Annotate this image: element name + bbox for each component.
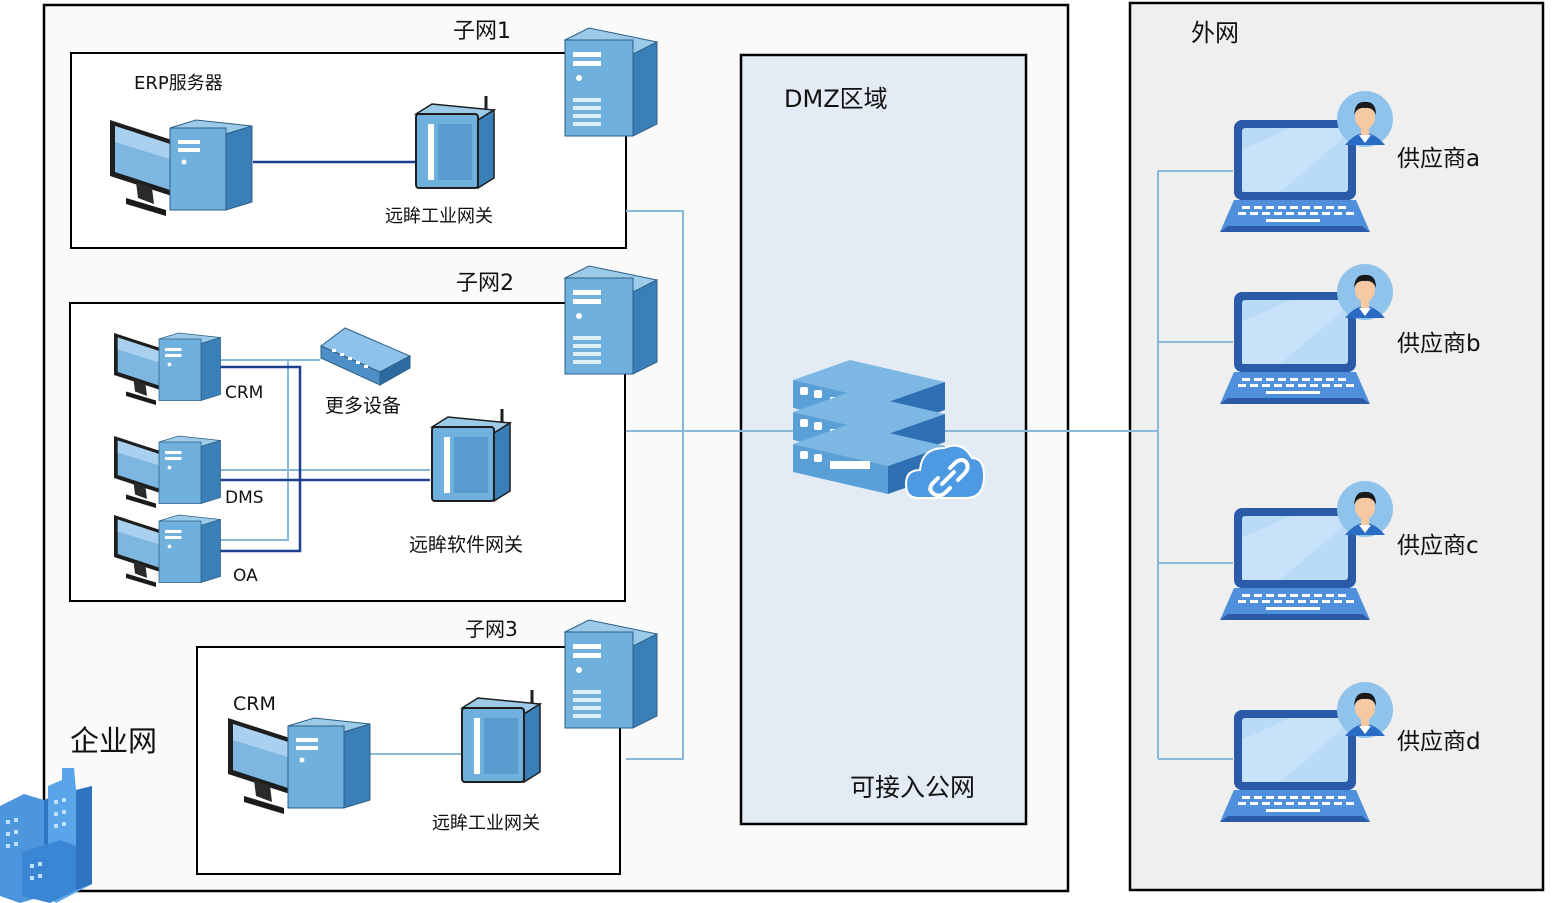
enterprise-network-label: 企业网 (70, 724, 157, 758)
subnet-2-title: 子网2 (456, 271, 514, 296)
switch-icon (320, 327, 412, 386)
erp-server-label: ERP服务器 (134, 73, 223, 94)
enterprise-building-icon (0, 768, 92, 903)
supplier-d-avatar-icon (1337, 682, 1393, 738)
dms-label: DMS (225, 488, 264, 508)
oa-desktop-icon (113, 514, 221, 588)
crm-3-desktop-icon (227, 717, 371, 815)
crm-3-label: CRM (233, 693, 276, 715)
dmz-footer-label: 可接入公网 (850, 773, 975, 802)
subnet-2-server-icon (564, 265, 658, 375)
dmz-title: DMZ区域 (784, 85, 888, 113)
supplier-a-avatar-icon (1337, 91, 1393, 147)
supplier-c-label: 供应商c (1397, 533, 1479, 559)
subnet-3-server-icon (564, 619, 658, 729)
subnet-uplink-line (626, 210, 684, 760)
supplier-d-label: 供应商d (1397, 729, 1481, 755)
external-network-title: 外网 (1191, 19, 1239, 47)
subnet-3-title: 子网3 (465, 617, 518, 641)
industrial-gateway-3-icon (460, 688, 542, 784)
industrial-gateway-label: 远眸工业网关 (385, 206, 493, 227)
software-gateway-label: 远眸软件网关 (409, 534, 523, 556)
dms-desktop-icon (113, 435, 221, 509)
more-devices-label: 更多设备 (325, 395, 401, 417)
subnet-1-title: 子网1 (453, 19, 511, 44)
software-gateway-icon (430, 407, 512, 503)
supplier-b-label: 供应商b (1397, 331, 1481, 357)
oa-label: OA (233, 566, 258, 586)
crm-desktop-icon (113, 332, 221, 406)
industrial-gateway-icon (414, 94, 496, 190)
subnet-2-links (220, 359, 430, 553)
industrial-gateway-3-label: 远眸工业网关 (432, 813, 540, 834)
subnet-1-server-icon (564, 27, 658, 137)
supplier-c-avatar-icon (1337, 481, 1393, 537)
dmz-server-stack-icon (793, 360, 986, 499)
supplier-a-label: 供应商a (1397, 146, 1480, 172)
supplier-b-avatar-icon (1337, 264, 1393, 320)
cloud-link-icon (904, 444, 986, 499)
erp-server-icon (109, 119, 253, 217)
crm-label: CRM (225, 383, 263, 403)
